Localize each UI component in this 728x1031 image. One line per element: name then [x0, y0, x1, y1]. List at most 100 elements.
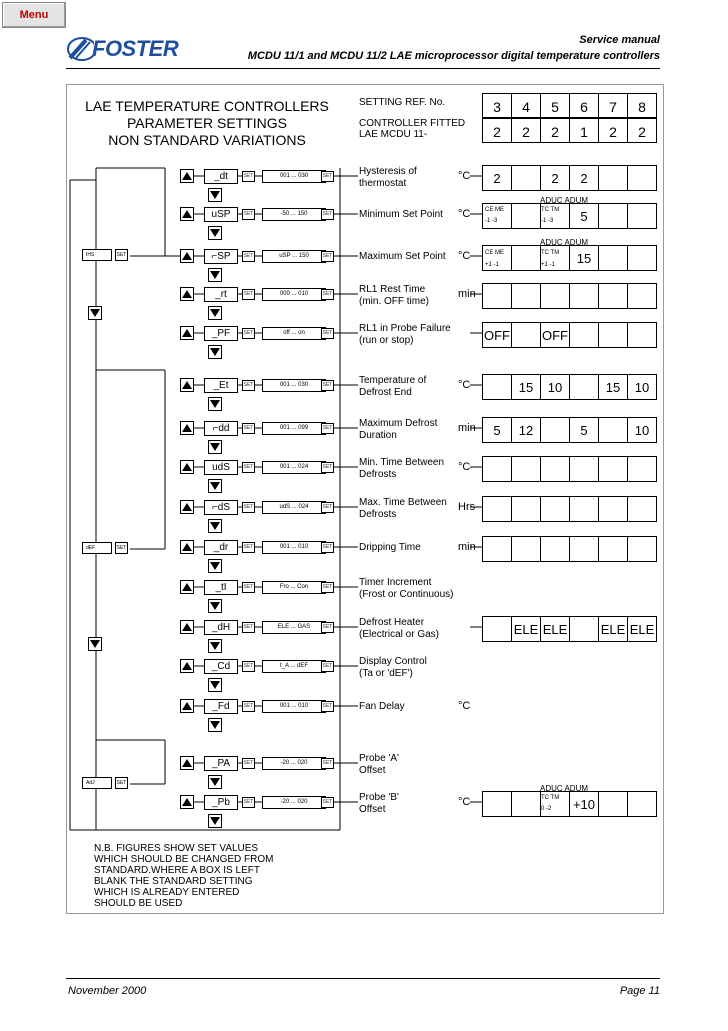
param-range: -20 ... 020: [262, 796, 326, 809]
set-button[interactable]: SET: [321, 209, 334, 220]
value-cell: ELE: [627, 616, 657, 642]
down-arrow-button[interactable]: [208, 226, 222, 240]
down-arrow-button[interactable]: [208, 397, 222, 411]
up-arrow-button[interactable]: [180, 378, 194, 392]
set-button[interactable]: SET: [242, 380, 255, 391]
down-arrow-button[interactable]: [208, 306, 222, 320]
ctrl-cell: 2: [511, 118, 541, 143]
set-button[interactable]: SET: [321, 462, 334, 473]
param-range: 001 ... 024: [262, 461, 326, 474]
sub-max: +1 -1: [485, 262, 499, 268]
set-button[interactable]: SET: [242, 582, 255, 593]
up-arrow-button[interactable]: [180, 326, 194, 340]
value-cell: [540, 536, 570, 562]
set-button[interactable]: SET: [242, 289, 255, 300]
set-button[interactable]: SET: [242, 328, 255, 339]
value-cell: [598, 245, 628, 271]
up-arrow-button[interactable]: [180, 169, 194, 183]
menu-def-set[interactable]: SET: [115, 542, 128, 554]
value-cell: [627, 165, 657, 191]
menu-button[interactable]: Menu: [2, 2, 66, 28]
set-button[interactable]: SET: [321, 380, 334, 391]
up-arrow-button[interactable]: [180, 207, 194, 221]
set-button[interactable]: SET: [321, 171, 334, 182]
down-arrow-button[interactable]: [208, 268, 222, 282]
set-button[interactable]: SET: [321, 251, 334, 262]
title-line: LAE TEMPERATURE CONTROLLERS: [85, 98, 329, 114]
up-arrow-button[interactable]: [180, 421, 194, 435]
controller-label-2: LAE MCDU 11-: [359, 129, 428, 140]
ref-cell: 7: [598, 93, 628, 118]
down-arrow-button[interactable]: [208, 775, 222, 789]
param-code: udS: [204, 460, 238, 475]
down-arrow-button[interactable]: [88, 306, 102, 320]
set-button[interactable]: SET: [321, 289, 334, 300]
value-cell: [511, 791, 541, 817]
down-arrow-button[interactable]: [208, 188, 222, 202]
up-arrow-button[interactable]: [180, 287, 194, 301]
up-arrow-button[interactable]: [180, 795, 194, 809]
value-cell: [569, 456, 599, 482]
set-button[interactable]: SET: [321, 542, 334, 553]
menu-ihs: IHS: [82, 249, 112, 261]
param-code: ⌐dS: [204, 500, 238, 515]
set-button[interactable]: SET: [321, 622, 334, 633]
value-cell: [598, 456, 628, 482]
sub-ce: CE ME: [485, 207, 505, 213]
down-arrow-button[interactable]: [208, 639, 222, 653]
value-cell: [627, 283, 657, 309]
set-button[interactable]: SET: [242, 622, 255, 633]
down-arrow-button[interactable]: [208, 345, 222, 359]
set-button[interactable]: SET: [242, 502, 255, 513]
set-button[interactable]: SET: [242, 171, 255, 182]
ref-cell: 3: [482, 93, 512, 118]
down-arrow-button[interactable]: [208, 559, 222, 573]
param-description-2: Duration: [359, 430, 397, 441]
set-button[interactable]: SET: [242, 758, 255, 769]
up-arrow-button[interactable]: [180, 249, 194, 263]
down-arrow-button[interactable]: [208, 678, 222, 692]
value-cell: 10: [627, 417, 657, 443]
down-arrow-button[interactable]: [88, 637, 102, 651]
down-arrow-button[interactable]: [208, 599, 222, 613]
down-arrow-button[interactable]: [208, 519, 222, 533]
set-button[interactable]: SET: [321, 797, 334, 808]
value-cell: [511, 283, 541, 309]
set-button[interactable]: SET: [321, 701, 334, 712]
up-arrow-button[interactable]: [180, 699, 194, 713]
set-button[interactable]: SET: [321, 582, 334, 593]
set-button[interactable]: SET: [321, 423, 334, 434]
up-arrow-button[interactable]: [180, 756, 194, 770]
menu-ihs-set[interactable]: SET: [115, 249, 128, 261]
set-button[interactable]: SET: [242, 251, 255, 262]
set-button[interactable]: SET: [242, 661, 255, 672]
up-arrow-button[interactable]: [180, 659, 194, 673]
down-arrow-button[interactable]: [208, 718, 222, 732]
down-arrow-button[interactable]: [208, 814, 222, 828]
set-button[interactable]: SET: [242, 701, 255, 712]
down-arrow-button[interactable]: [208, 440, 222, 454]
set-button[interactable]: SET: [321, 758, 334, 769]
up-arrow-button[interactable]: [180, 500, 194, 514]
up-arrow-button[interactable]: [180, 580, 194, 594]
set-button[interactable]: SET: [242, 542, 255, 553]
param-code: _rt: [204, 287, 238, 302]
set-button[interactable]: SET: [242, 423, 255, 434]
value-cell: [511, 496, 541, 522]
set-button[interactable]: SET: [321, 328, 334, 339]
up-arrow-button[interactable]: [180, 460, 194, 474]
document-subtitle: MCDU 11/1 and MCDU 11/2 LAE microprocess…: [247, 50, 660, 62]
set-button[interactable]: SET: [242, 209, 255, 220]
set-button[interactable]: SET: [242, 462, 255, 473]
down-arrow-button[interactable]: [208, 479, 222, 493]
aduc-adum-label: ADUC ADUM: [540, 784, 589, 793]
set-button[interactable]: SET: [242, 797, 255, 808]
set-button[interactable]: SET: [321, 502, 334, 513]
menu-adj-set[interactable]: SET: [115, 777, 128, 789]
up-arrow-button[interactable]: [180, 540, 194, 554]
up-arrow-button[interactable]: [180, 620, 194, 634]
sub-ce: CE ME: [485, 250, 505, 256]
logo-text: FOSTER: [92, 36, 179, 61]
set-button[interactable]: SET: [321, 661, 334, 672]
